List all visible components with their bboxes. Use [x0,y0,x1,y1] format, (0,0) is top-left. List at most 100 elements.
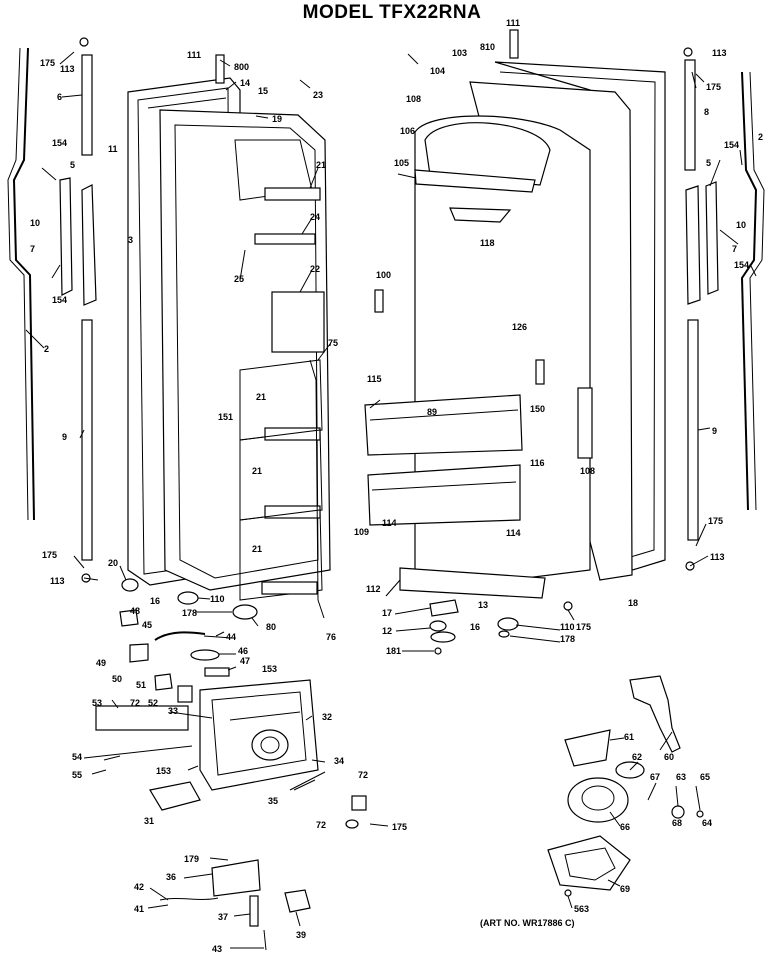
callout-800: 800 [234,62,249,72]
callout-72: 72 [358,770,368,780]
callout-181: 181 [386,646,401,656]
callout-103: 103 [452,48,467,58]
callout-810: 810 [480,42,495,52]
callout-179: 179 [184,854,199,864]
callout-175: 175 [42,550,57,560]
callout-39: 39 [296,930,306,940]
callout-16: 16 [470,622,480,632]
callout-49: 49 [96,658,106,668]
callout-53: 53 [92,698,102,708]
callout-37: 37 [218,912,228,922]
callout-65: 65 [700,772,710,782]
callout-5: 5 [70,160,75,170]
callout-114: 114 [382,518,397,528]
callout-175: 175 [576,622,591,632]
callout-10: 10 [736,220,746,230]
callout-112: 112 [366,584,381,594]
callout-75: 75 [328,338,338,348]
callout-108: 108 [580,466,595,476]
callout-17: 17 [382,608,392,618]
callout-31: 31 [144,816,154,826]
callout-52: 52 [148,698,158,708]
callout-44: 44 [226,632,236,642]
callout-21: 21 [252,544,262,554]
callout-110: 110 [210,594,225,604]
ice-maker-assembly [83,679,367,829]
callout-13: 13 [478,600,488,610]
callout-106: 106 [400,126,415,136]
callout-154: 154 [52,295,67,305]
callout-34: 34 [334,756,344,766]
callout-32: 32 [322,712,332,722]
callout-72: 72 [130,698,140,708]
callout-115: 115 [367,374,382,384]
callout-154: 154 [52,138,67,148]
callout-33: 33 [168,706,178,716]
callout-42: 42 [134,882,144,892]
callout-154: 154 [724,140,739,150]
callout-113: 113 [60,64,75,74]
callout-109: 109 [354,527,369,537]
callout-72: 72 [316,820,326,830]
callout-151: 151 [218,412,233,422]
callout-89: 89 [427,407,437,417]
callout-114: 114 [506,528,521,538]
callout-63: 63 [676,772,686,782]
callout-111: 111 [506,18,520,28]
callout-100: 100 [376,270,391,280]
callout-113: 113 [710,552,725,562]
callout-108: 108 [406,94,421,104]
callout-12: 12 [382,626,392,636]
callout-36: 36 [166,872,176,882]
callout-51: 51 [136,680,146,690]
callout-64: 64 [702,818,712,828]
callout-19: 19 [272,114,282,124]
callout-3: 3 [128,235,133,245]
callout-5: 5 [706,158,711,168]
callout-62: 62 [632,752,642,762]
callout-7: 7 [30,244,35,254]
callout-2: 2 [758,132,763,142]
callout-10: 10 [30,218,40,228]
callout-175: 175 [40,58,55,68]
bottom-right-components [547,675,704,897]
callout-116: 116 [530,458,545,468]
freezer-door-liner [159,109,331,601]
callout-9: 9 [62,432,67,442]
callout-68: 68 [672,818,682,828]
callout-153: 153 [156,766,171,776]
right-trim-strips [683,47,765,571]
fresh-food-small-parts [429,599,573,655]
callout-15: 15 [258,86,268,96]
callout-105: 105 [394,158,409,168]
callout-14: 14 [240,78,250,88]
callout-43: 43 [212,944,222,954]
callout-60: 60 [664,752,674,762]
callout-47: 47 [240,656,250,666]
callout-111: 111 [187,50,201,60]
callout-118: 118 [480,238,495,248]
callout-563: 563 [574,904,589,914]
callout-113: 113 [712,48,727,58]
callout-67: 67 [650,772,660,782]
callout-175: 175 [706,82,721,92]
callout-21: 21 [256,392,266,402]
callout-55: 55 [72,770,82,780]
callout-16: 16 [150,596,160,606]
callout-126: 126 [512,322,527,332]
callout-6: 6 [57,92,62,102]
callout-175: 175 [392,822,407,832]
art-number: (ART NO. WR17886 C) [480,918,575,928]
callout-22: 22 [310,264,320,274]
callout-8: 8 [704,107,709,117]
callout-154: 154 [734,260,749,270]
callout-11: 11 [108,144,118,154]
callout-2: 2 [44,344,49,354]
callout-54: 54 [72,752,82,762]
callout-21: 21 [252,466,262,476]
callout-46: 46 [238,646,248,656]
callout-7: 7 [732,244,737,254]
callout-110: 110 [560,622,575,632]
callout-48: 48 [130,606,140,616]
